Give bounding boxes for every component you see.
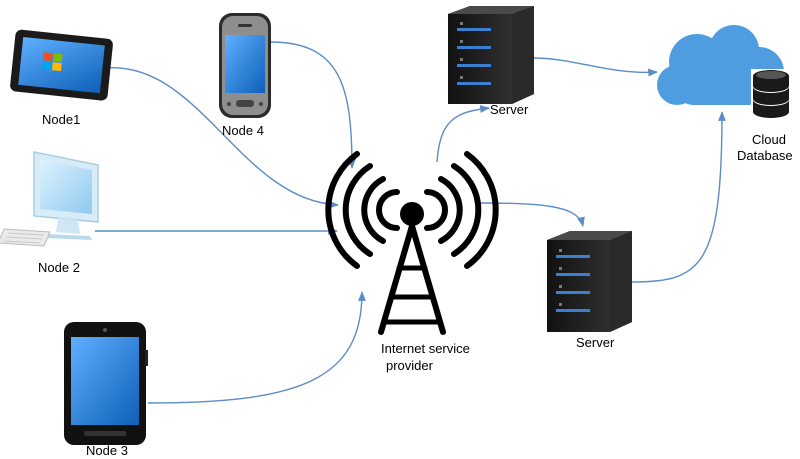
database-icon — [751, 69, 792, 118]
cloud-label-line2: Database — [737, 148, 793, 163]
server-top-label: Server — [490, 102, 529, 117]
node3-tablet-portrait-icon — [64, 322, 148, 445]
node2-label: Node 2 — [38, 260, 80, 275]
connector-node3-isp — [147, 291, 366, 404]
cloud-label-line1: Cloud — [752, 132, 786, 147]
connector-server-top-cloud — [532, 57, 658, 77]
antenna-tower-icon — [325, 151, 499, 335]
connector-node4-isp — [269, 41, 356, 169]
isp-label-line1: Internet service — [381, 341, 470, 356]
connectors — [95, 41, 726, 404]
connector-isp-server-top — [436, 105, 490, 163]
isp-label-line2: provider — [386, 358, 434, 373]
connector-server-bottom-cloud — [629, 111, 726, 283]
node4-smartphone-icon — [219, 13, 271, 118]
node1-label: Node1 — [42, 112, 80, 127]
connector-node1-isp — [104, 67, 339, 209]
server-top-server-icon — [448, 6, 534, 104]
node3-label: Node 3 — [86, 443, 128, 458]
node1-tablet-icon — [10, 29, 113, 101]
node2-desktop-computer-icon — [0, 151, 99, 247]
server-bottom-label: Server — [576, 335, 615, 350]
node4-label: Node 4 — [222, 123, 264, 138]
server-bottom-server-icon — [547, 231, 632, 332]
